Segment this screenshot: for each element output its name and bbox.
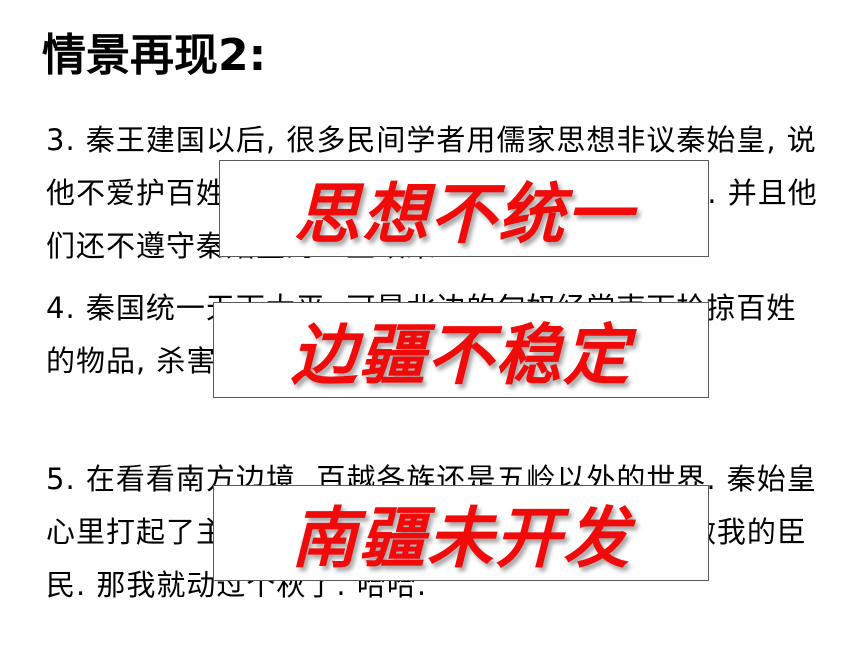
slide-title: 情景再现2: [42,30,267,81]
overlay-label-south: 南疆未开发 [291,500,631,577]
overlay-label-thought: 思想不统一 [294,175,634,253]
overlay-box-thought: 思想不统一 [219,160,709,257]
overlay-label-border: 边疆不稳定 [291,317,631,394]
overlay-box-border: 边疆不稳定 [213,302,709,398]
overlay-box-south: 南疆未开发 [213,485,709,581]
